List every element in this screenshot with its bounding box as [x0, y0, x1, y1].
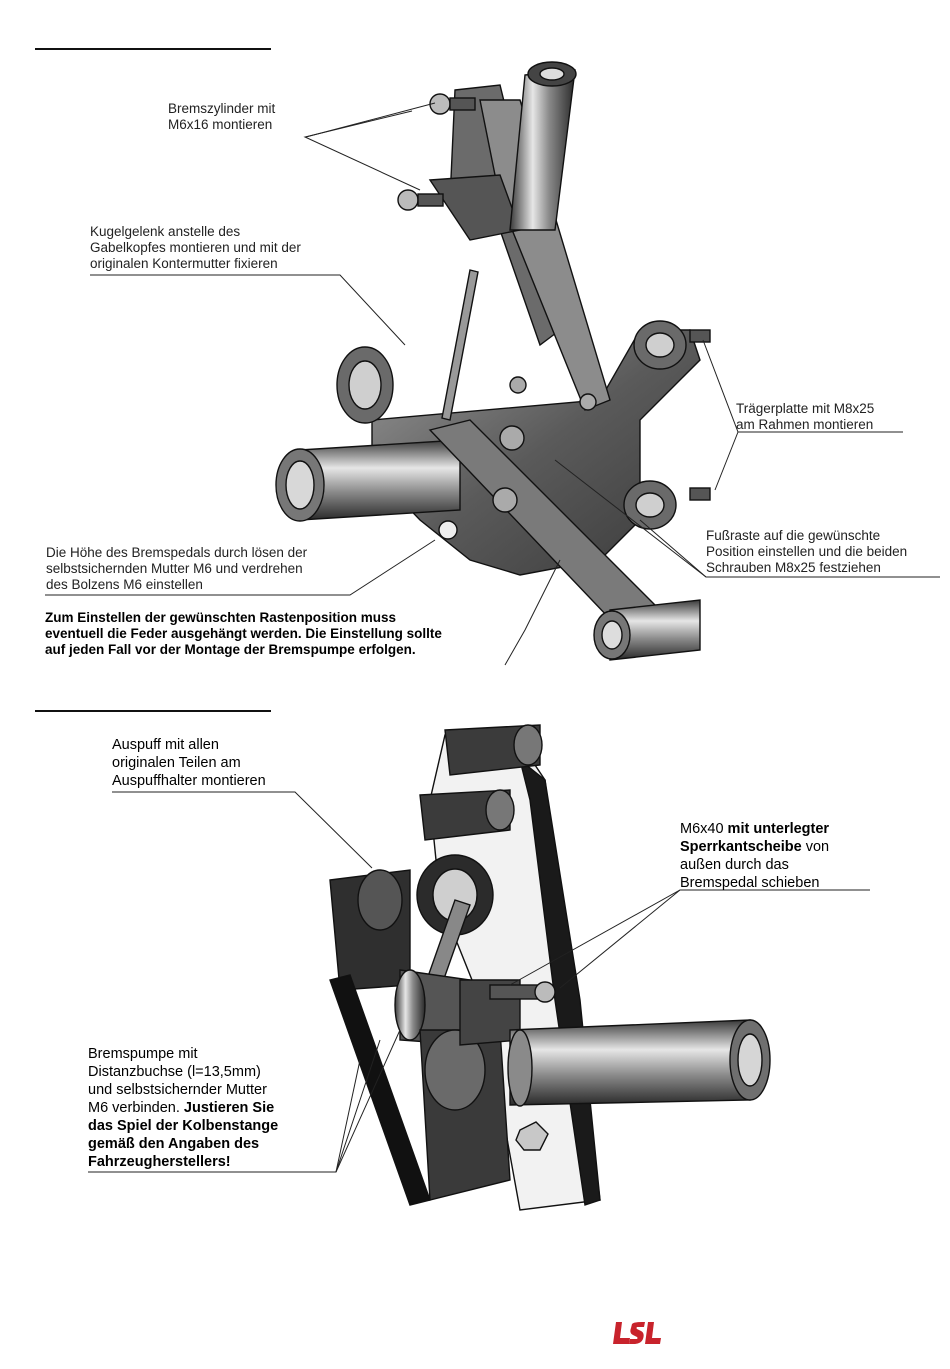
section2-rule: [35, 710, 271, 712]
brake-pump-note: Bremspumpe mit Distanzbuchse (l=13,5mm) …: [88, 1046, 279, 1170]
rearset-top-view: [275, 61, 711, 661]
rearset-rear-view: [329, 724, 771, 1211]
section1-leader-lines: [45, 102, 940, 666]
section1-rule: [35, 48, 271, 50]
pedal-height-note: Die Höhe des Bremspedals durch lösen der…: [46, 545, 308, 592]
brake-cylinder-note: Bremszylinder mit M6x16 montieren: [168, 101, 276, 132]
exhaust-note: Auspuff mit allen originalen Teilen am A…: [112, 737, 266, 789]
carrier-plate-note: Trägerplatte mit M8x25 am Rahmen montier…: [736, 401, 875, 432]
ball-joint-note: Kugelgelenk anstelle des Gabelkopfes mon…: [90, 224, 301, 271]
lsl-logo: [613, 1322, 661, 1344]
section2-leader-lines: [88, 791, 870, 1173]
footrest-note: Fußraste auf die gewünschte Position ein…: [706, 528, 908, 575]
spring-note: Zum Einstellen der gewünschten Rastenpos…: [45, 610, 442, 657]
bolt-note: M6x40 mit unterlegter Sperrkantscheibe v…: [680, 821, 830, 891]
